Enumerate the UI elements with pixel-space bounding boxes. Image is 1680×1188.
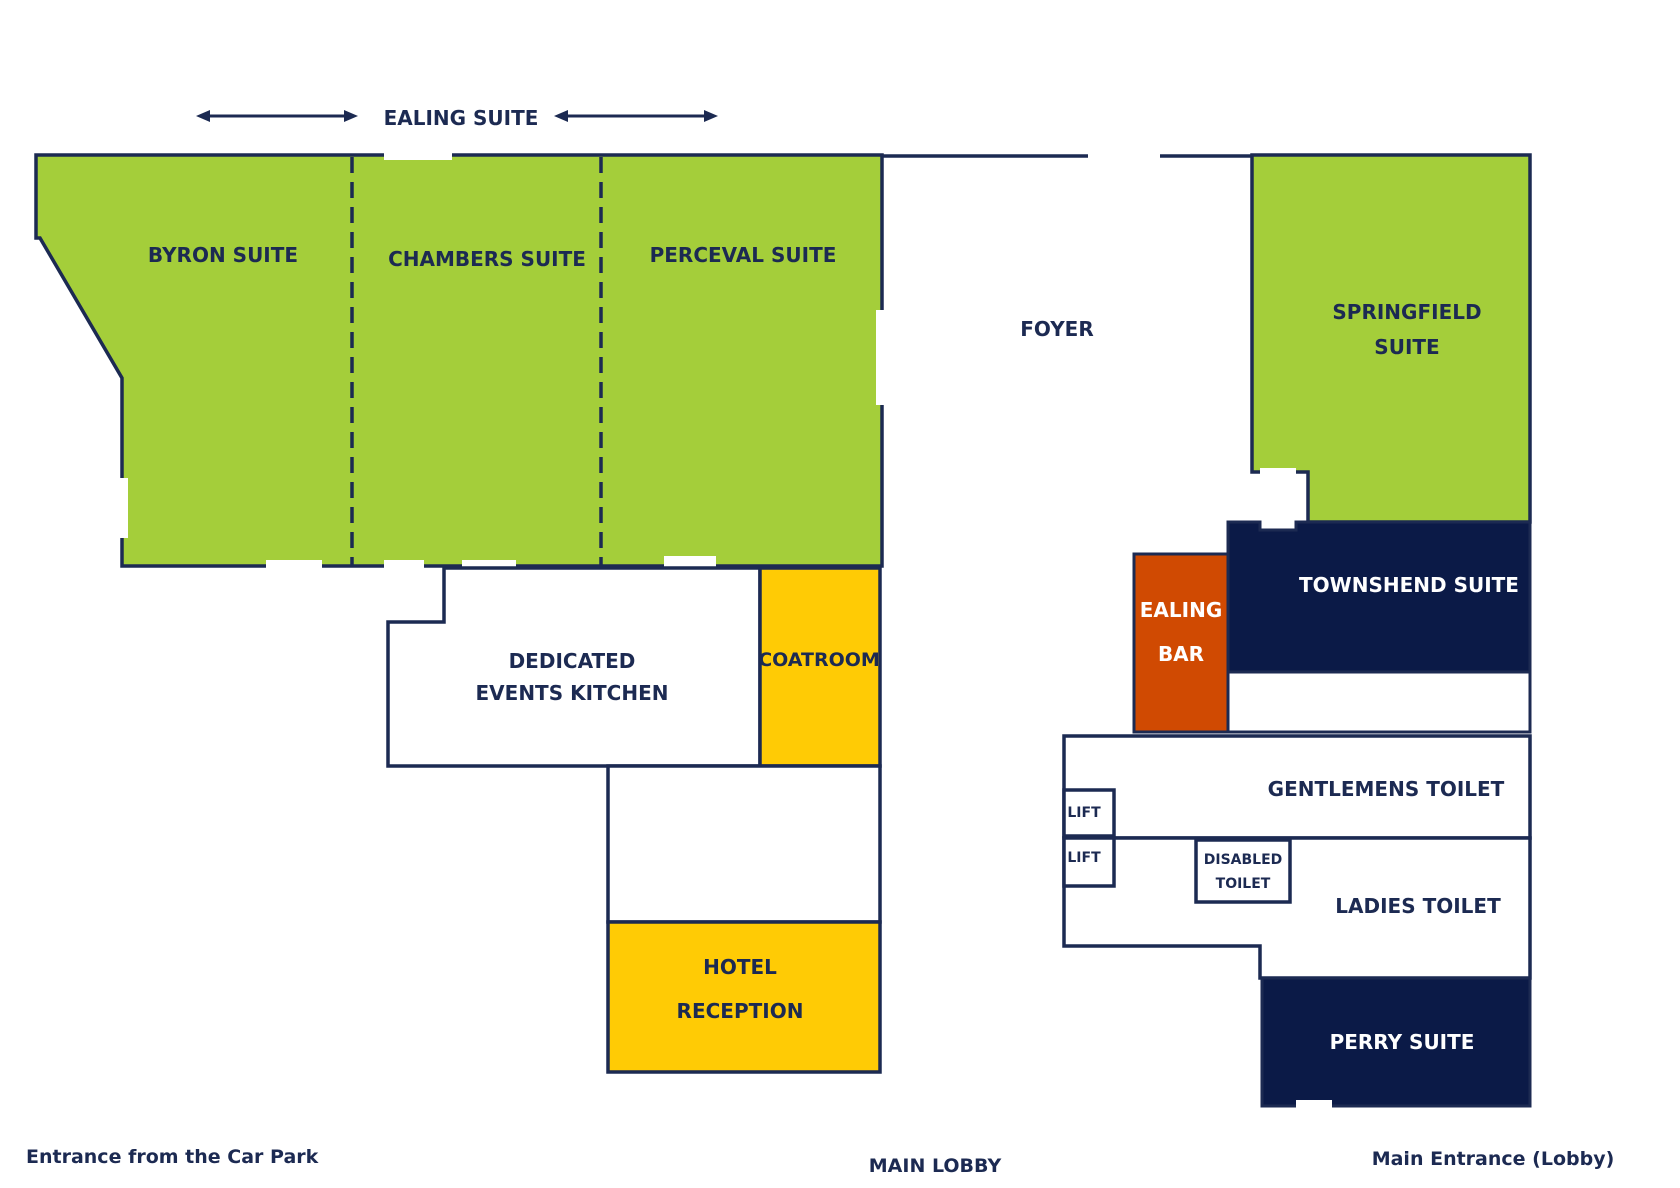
storage-room xyxy=(606,764,882,924)
townshend-suite-area xyxy=(1226,520,1532,674)
ladies-toilet-label: LADIES TOILET xyxy=(1335,894,1501,918)
byron-suite-label: BYRON SUITE xyxy=(148,243,298,267)
hotel-reception-label-line2: RECEPTION xyxy=(677,999,804,1023)
chambers-suite-label: CHAMBERS SUITE xyxy=(388,247,586,271)
kitchen-label-line2: EVENTS KITCHEN xyxy=(476,681,669,705)
ealing-suite-label: EALING SUITE xyxy=(384,106,539,130)
kitchen-label-line1: DEDICATED xyxy=(509,649,636,673)
lift-2-label: LIFT xyxy=(1067,850,1101,866)
ealing-bar-label-line1: EALING xyxy=(1140,598,1222,622)
perceval-suite-label: PERCEVAL SUITE xyxy=(650,243,837,267)
springfield-door-gap xyxy=(1260,468,1296,524)
ealing-bar-area xyxy=(1132,552,1230,734)
ladies-toilet-area xyxy=(1062,836,1532,980)
main-entrance-label: Main Entrance (Lobby) xyxy=(1372,1148,1615,1170)
springfield-label-line1: SPRINGFIELD xyxy=(1332,300,1481,324)
disabled-toilet-label-line1: DISABLED xyxy=(1204,852,1283,868)
disabled-toilet xyxy=(1194,838,1292,904)
disabled-toilet-label-line2: TOILET xyxy=(1216,876,1271,892)
gentlemens-toilet-label: GENTLEMENS TOILET xyxy=(1268,777,1505,801)
ealing-bar-label-line2: BAR xyxy=(1158,642,1204,666)
entrance-car-park-label: Entrance from the Car Park xyxy=(26,1146,319,1168)
lift-2 xyxy=(1062,836,1116,888)
ealing-door-gaps xyxy=(116,150,888,572)
hotel-reception-area xyxy=(606,920,882,1074)
foyer-label: FOYER xyxy=(1020,317,1094,341)
townshend-suite-label: TOWNSHEND SUITE xyxy=(1299,573,1519,597)
lift-1-label: LIFT xyxy=(1067,805,1101,821)
main-lobby-label: MAIN LOBBY xyxy=(869,1155,1002,1177)
ealing-suite-area xyxy=(34,153,884,568)
perry-suite-area xyxy=(1260,976,1532,1108)
perry-suite-label: PERRY SUITE xyxy=(1330,1030,1475,1054)
townshend-lower-room xyxy=(1226,670,1532,734)
perry-door-gap xyxy=(1296,1100,1332,1108)
coatroom-label: COATROOM xyxy=(758,649,880,671)
lift-1 xyxy=(1062,788,1116,838)
ealing-suite-span-arrows xyxy=(196,110,718,122)
springfield-label-line2: SUITE xyxy=(1374,335,1439,359)
ealing-partitions xyxy=(350,157,603,565)
hotel-reception-label-line1: HOTEL xyxy=(703,955,777,979)
